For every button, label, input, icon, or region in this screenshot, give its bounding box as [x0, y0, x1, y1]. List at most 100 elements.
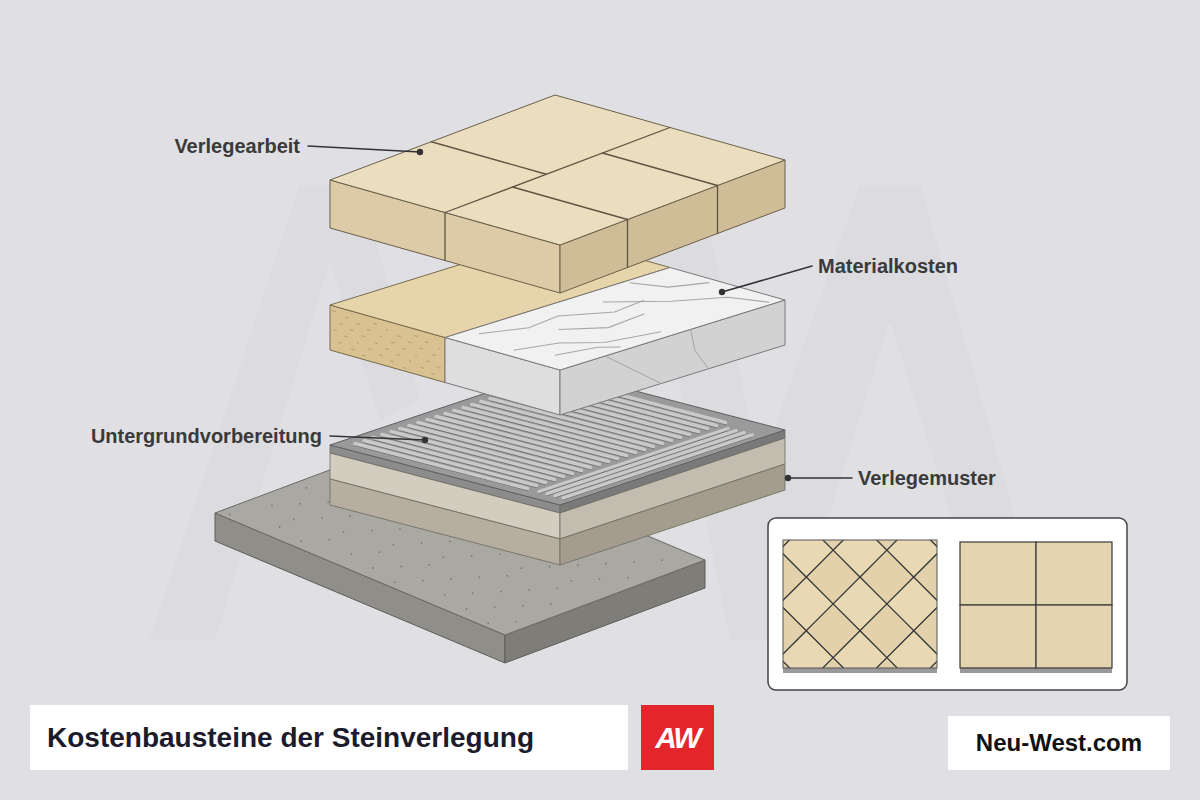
- leader-line: [308, 146, 852, 481]
- material-slab: [364, 355, 366, 357]
- material-slab: [431, 373, 433, 375]
- logo-box: AW: [641, 705, 714, 770]
- pattern-inset: [768, 518, 1127, 690]
- material-slab: [402, 348, 404, 350]
- trowel-ridges: [547, 431, 736, 494]
- base-slab: [549, 566, 551, 568]
- material-slab: [358, 323, 360, 325]
- base-slab: [428, 564, 430, 566]
- pattern-inset: [783, 668, 937, 673]
- base-slab: [528, 589, 530, 591]
- base-slab: [450, 578, 452, 580]
- material-slab: [367, 329, 369, 331]
- material-slab: [357, 342, 359, 344]
- material-slab: [334, 311, 336, 313]
- tile-layer: [431, 142, 546, 175]
- material-slab: [420, 367, 422, 369]
- base-slab: [466, 608, 468, 610]
- material-slab: [559, 314, 645, 330]
- material-slab: [416, 336, 418, 338]
- trowel-ridges: [563, 435, 752, 498]
- material-slab: [350, 329, 352, 331]
- base-slab: [393, 544, 395, 546]
- material-slab: [369, 329, 371, 331]
- base-slab: [449, 541, 451, 543]
- base-slab: [556, 587, 558, 589]
- base-slab: [500, 591, 502, 593]
- material-slab: [398, 355, 400, 357]
- material-slab: [352, 330, 354, 332]
- material-slab: [439, 367, 441, 369]
- pattern-inset: [887, 631, 937, 668]
- material-slab: [419, 347, 421, 349]
- pattern-inset: [806, 658, 860, 668]
- material-slab: [438, 348, 440, 350]
- base-slab: [400, 565, 402, 567]
- base-slab: [379, 551, 381, 553]
- trowel-ridges: [555, 435, 744, 498]
- material-slab: [445, 268, 785, 371]
- material-slab: [370, 349, 372, 351]
- material-slab: [403, 367, 405, 369]
- tile-layer: [627, 220, 628, 268]
- callout-label: Untergrundvorbereitung: [91, 424, 322, 448]
- tile-layer: [330, 95, 785, 245]
- node-text: Neu-West.com: [976, 729, 1142, 757]
- material-slab: [374, 342, 376, 344]
- leader-line: [308, 146, 420, 152]
- material-slab: [605, 356, 661, 384]
- leader-line: [788, 477, 852, 479]
- base-slab: [506, 575, 508, 577]
- pattern-inset: [783, 658, 806, 668]
- material-slab: [379, 354, 381, 356]
- leader-line: [330, 436, 425, 440]
- tile-layer: [717, 186, 718, 234]
- base-slab: [350, 553, 352, 555]
- base-slab: [399, 528, 401, 530]
- base-slab: [349, 515, 351, 517]
- tile-layer: [513, 187, 628, 220]
- material-slab: [408, 341, 410, 343]
- material-slab: [353, 349, 355, 351]
- material-slab: [346, 336, 348, 338]
- material-slab: [396, 354, 398, 356]
- pattern-inset: [783, 540, 937, 668]
- base-slab: [422, 580, 424, 582]
- pattern-inset: [914, 658, 937, 668]
- base-slab: [321, 517, 323, 519]
- material-slab: [415, 354, 417, 356]
- material-slab: [414, 335, 416, 337]
- material-slab: [356, 323, 358, 325]
- base-slab: [300, 540, 302, 542]
- material-slab: [361, 335, 363, 337]
- base-slab: [627, 577, 629, 579]
- base-slab: [394, 581, 396, 583]
- base-slab: [472, 592, 474, 594]
- base-slab: [444, 594, 446, 596]
- material-slab: [555, 347, 621, 355]
- base-slab: [661, 559, 663, 561]
- pattern-inset: [783, 540, 937, 668]
- base-slab: [343, 531, 345, 533]
- pattern-inset: [1036, 542, 1112, 605]
- base-slab: [521, 567, 523, 569]
- material-slab: [514, 332, 661, 351]
- trowel-ridges: [547, 432, 736, 495]
- material-slab: [434, 355, 436, 357]
- material-slab: [332, 310, 334, 312]
- base-slab: [299, 503, 301, 505]
- material-slab: [341, 324, 343, 326]
- material-slab: [426, 360, 428, 362]
- material-slab: [375, 323, 377, 325]
- material-slab: [422, 367, 424, 369]
- material-slab: [428, 361, 430, 363]
- trowel-ridges: [539, 430, 728, 493]
- base-slab: [577, 564, 579, 566]
- base-slab: [605, 563, 607, 565]
- material-slab: [385, 348, 387, 350]
- material-slab: [409, 361, 411, 363]
- pattern-inset: [783, 631, 833, 668]
- tile-layer: [444, 213, 445, 261]
